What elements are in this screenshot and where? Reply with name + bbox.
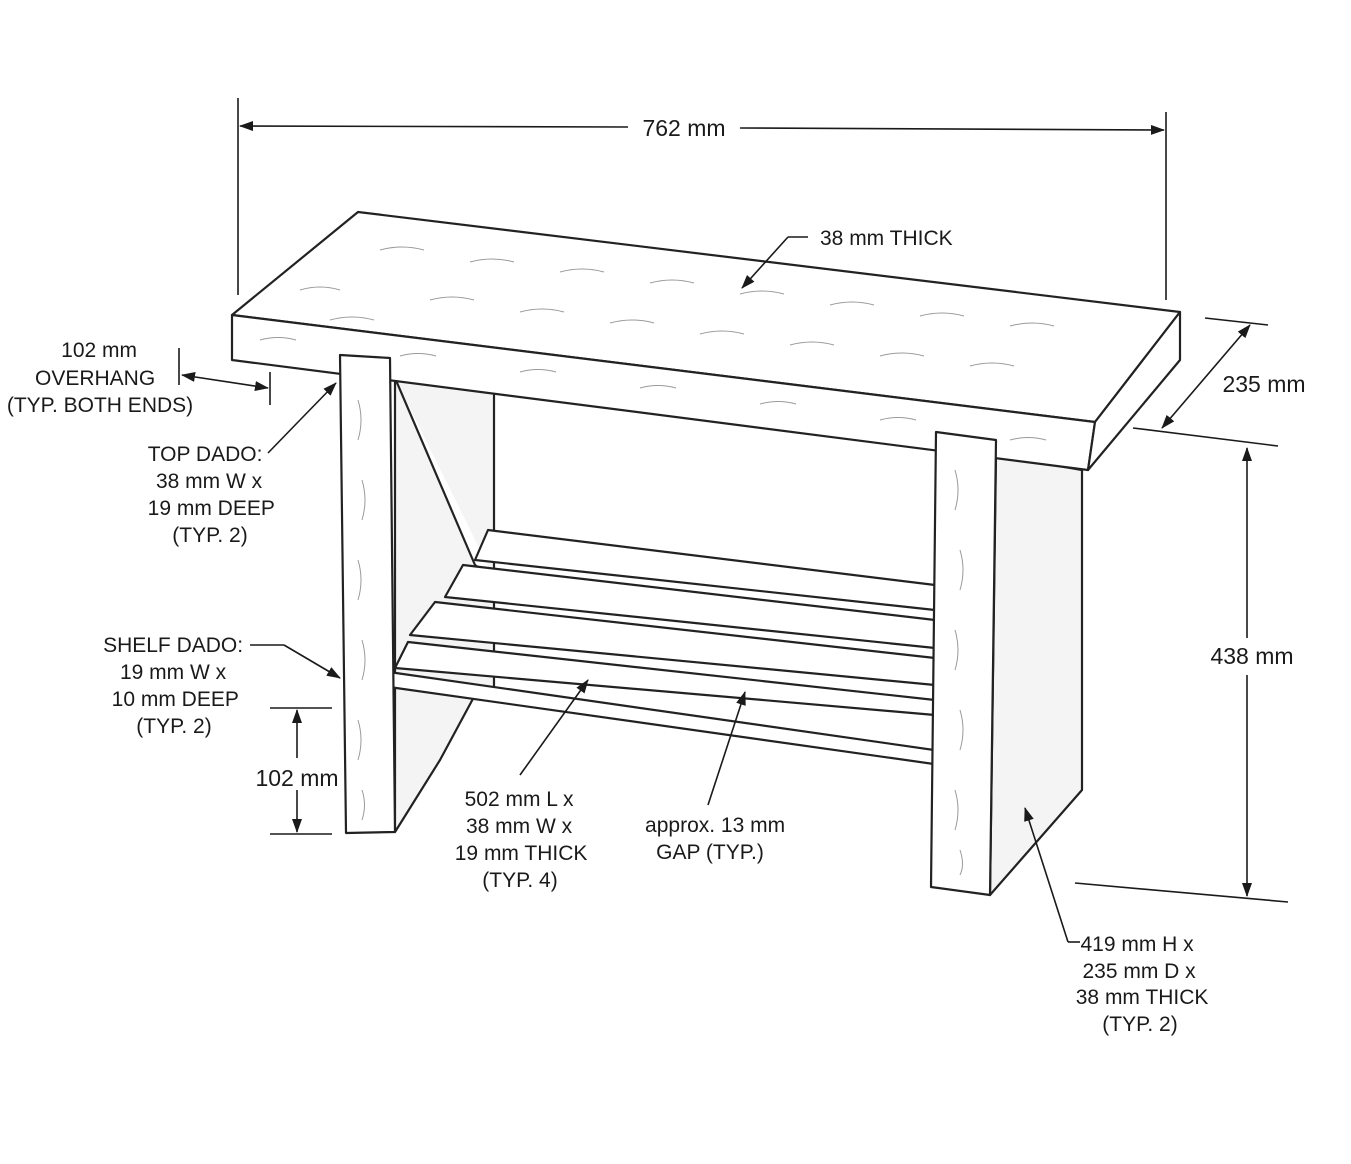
svg-text:TOP DADO: 38 mm W x: TOP DADO: 38 mm W x 19 mm DEEP (TYP. 2) <box>148 443 281 547</box>
slats-line-1: 502 mm L x <box>465 788 574 811</box>
top-dado-line-4: (TYP. 2) <box>172 524 247 547</box>
top-dado-line-2: 38 mm W x <box>156 470 263 493</box>
right-leg-front-face <box>929 430 998 897</box>
svg-text:102 mm OVERHANG (T: 102 mm OVERHANG (TYP. BOTH ENDS) <box>7 339 193 417</box>
dimension-depth: 235 mm <box>1132 317 1306 447</box>
legs-line-4: (TYP. 2) <box>1102 1013 1177 1036</box>
shelf-slats <box>380 528 950 768</box>
overhang-line-3: (TYP. BOTH ENDS) <box>7 394 193 417</box>
wood-grain <box>259 246 1055 876</box>
callout-slats: 502 mm L x 38 mm W x 19 mm THICK (TYP. 4… <box>455 679 593 892</box>
shelf-height-label: 102 mm <box>255 765 338 791</box>
callout-legs: 419 mm H x 235 mm D x 38 mm THICK (TYP. … <box>1024 807 1214 1036</box>
svg-text:SHELF DADO: 19 mm W x: SHELF DADO: 19 mm W x 10 mm DEEP (TYP. 2… <box>103 634 249 738</box>
legs-line-2: 235 mm D x <box>1082 960 1196 983</box>
dimension-height: 438 mm <box>1074 447 1294 903</box>
callout-top-dado: TOP DADO: 38 mm W x 19 mm DEEP (TYP. 2) <box>148 382 337 547</box>
overhang-line-2: OVERHANG <box>35 367 155 390</box>
gap-line-1: approx. 13 mm <box>645 814 785 837</box>
dimension-shelf-height: 102 mm <box>255 707 339 835</box>
top-thickness-label: 38 mm THICK <box>820 227 953 250</box>
shelf-dado-line-3: 10 mm DEEP <box>112 688 239 711</box>
callout-gap: approx. 13 mm GAP (TYP.) <box>645 691 791 864</box>
slats-line-4: (TYP. 4) <box>482 869 557 892</box>
shelf-dado-line-1: SHELF DADO: <box>103 634 243 657</box>
gap-line-2: GAP (TYP.) <box>656 841 764 864</box>
legs-line-1: 419 mm H x <box>1080 933 1194 956</box>
callout-shelf-dado: SHELF DADO: 19 mm W x 10 mm DEEP (TYP. 2… <box>103 634 341 738</box>
svg-text:approx. 13 mm GAP (TYP.): approx. 13 mm GAP (TYP.) <box>645 814 791 864</box>
svg-text:502 mm L x 38 mm W x: 502 mm L x 38 mm W x 19 mm THICK (TYP. 4… <box>455 788 593 892</box>
top-dado-line-1: TOP DADO: <box>148 443 263 466</box>
overhang-line-1: 102 mm <box>61 339 137 362</box>
length-label: 762 mm <box>642 115 725 141</box>
height-label: 438 mm <box>1210 643 1293 669</box>
slats-line-3: 19 mm THICK <box>455 842 588 865</box>
bench-body <box>230 210 1182 897</box>
shelf-dado-line-2: 19 mm W x <box>120 661 227 684</box>
shelf-dado-line-4: (TYP. 2) <box>136 715 211 738</box>
depth-label: 235 mm <box>1222 371 1305 397</box>
dimension-length: 762 mm <box>237 98 1167 300</box>
legs-line-3: 38 mm THICK <box>1076 986 1209 1009</box>
slats-line-2: 38 mm W x <box>466 815 573 838</box>
left-leg-front-face <box>338 353 397 835</box>
svg-text:419 mm H x 235 mm D x: 419 mm H x 235 mm D x 38 mm THICK (TYP. … <box>1076 933 1214 1036</box>
right-leg-side-face <box>988 453 1084 897</box>
top-dado-line-3: 19 mm DEEP <box>148 497 275 520</box>
dimension-top-thickness: 38 mm THICK <box>741 227 953 289</box>
callout-overhang: 102 mm OVERHANG (TYP. BOTH ENDS) <box>7 339 271 417</box>
